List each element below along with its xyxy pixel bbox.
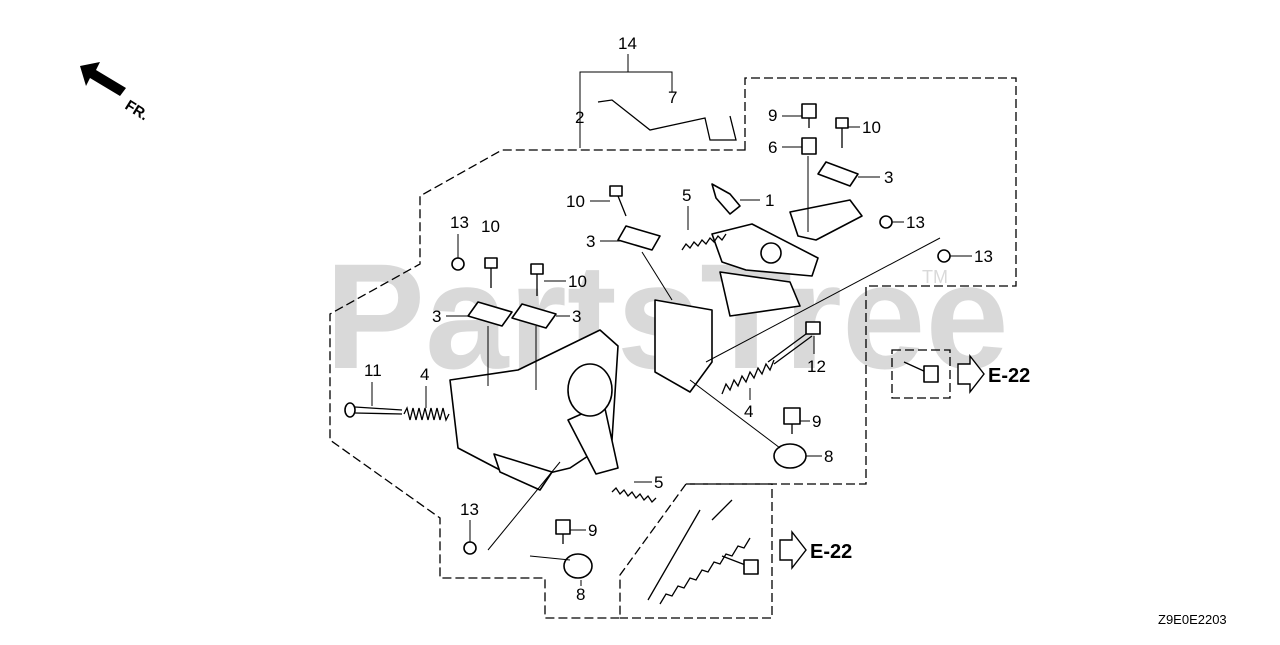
spring-bolt [721, 555, 759, 575]
callout-9[interactable]: 9 [768, 106, 777, 125]
cap-9-a [801, 103, 817, 128]
knob-8-b [563, 553, 593, 579]
callout-10[interactable]: 10 [481, 217, 500, 236]
callout-13[interactable]: 13 [460, 500, 479, 519]
screw-10-d [835, 117, 849, 148]
bolt-reference-box [891, 349, 951, 399]
cap-6 [801, 137, 817, 155]
spring-5-upper [681, 233, 727, 251]
callout-4[interactable]: 4 [744, 402, 753, 421]
clip-3-b [511, 303, 557, 329]
callout-6[interactable]: 6 [768, 138, 777, 157]
callout-9[interactable]: 9 [812, 412, 821, 431]
callout-4[interactable]: 4 [420, 365, 429, 384]
callout-7[interactable]: 7 [668, 88, 677, 107]
callout-11[interactable]: 11 [364, 361, 382, 380]
callout-5[interactable]: 5 [682, 186, 691, 205]
washer-13-d [463, 541, 477, 555]
reference-label-upper[interactable]: E-22 [988, 365, 1030, 387]
spring-4-left [403, 406, 450, 422]
link-1 [711, 183, 741, 215]
clip-3-a [467, 301, 513, 327]
callout-14[interactable]: 14 [618, 34, 637, 53]
throttle-return-spring [647, 499, 751, 605]
reference-arrow-icon [779, 529, 807, 571]
washer-13-b [879, 215, 893, 229]
callout-3[interactable]: 3 [884, 168, 893, 187]
cap-9-b [783, 407, 801, 434]
bolt-11 [344, 402, 403, 418]
diagram-code: Z9E0E2203 [1158, 612, 1227, 627]
group-bracket-14 [579, 71, 673, 148]
clip-3-c [617, 225, 661, 251]
watermark-trademark: TM [922, 267, 948, 287]
front-label: FR. [122, 97, 152, 124]
callout-5[interactable]: 5 [654, 473, 663, 492]
governor-arm [719, 271, 801, 317]
spring-kit-boundary [620, 483, 773, 619]
reference-bolt [903, 361, 939, 383]
callout-3[interactable]: 3 [432, 307, 441, 326]
governor-rod [597, 99, 737, 141]
callout-10[interactable]: 10 [566, 192, 585, 211]
callout-3[interactable]: 3 [586, 232, 595, 251]
washer-13-a [451, 257, 465, 271]
screw-10-a [484, 257, 498, 288]
assembly-boundary [329, 77, 1017, 619]
callout-13[interactable]: 13 [906, 213, 925, 232]
callout-13[interactable]: 13 [974, 247, 993, 266]
callout-9[interactable]: 9 [588, 521, 597, 540]
callout-1[interactable]: 1 [765, 191, 774, 210]
callout-8[interactable]: 8 [824, 447, 833, 466]
callout-10[interactable]: 10 [568, 272, 587, 291]
callout-2[interactable]: 2 [575, 108, 584, 127]
front-arrow-icon [80, 62, 126, 96]
screw-10-c [609, 185, 627, 217]
callout-10[interactable]: 10 [862, 118, 881, 137]
center-bracket [654, 299, 713, 393]
washer-13-c [937, 249, 951, 263]
bolt-12 [767, 321, 821, 365]
clip-3-d [817, 161, 859, 187]
cap-9-c [555, 519, 571, 544]
reference-arrow-icon [957, 353, 985, 395]
spring-5-lower [611, 486, 657, 504]
callout-8[interactable]: 8 [576, 585, 585, 604]
reference-label-lower[interactable]: E-22 [810, 541, 852, 563]
callout-12[interactable]: 12 [807, 357, 826, 376]
spring-4-right [721, 359, 775, 395]
lever-arm [493, 453, 553, 491]
screw-10-b [530, 263, 544, 296]
callout-13[interactable]: 13 [450, 213, 469, 232]
callout-3[interactable]: 3 [572, 307, 581, 326]
